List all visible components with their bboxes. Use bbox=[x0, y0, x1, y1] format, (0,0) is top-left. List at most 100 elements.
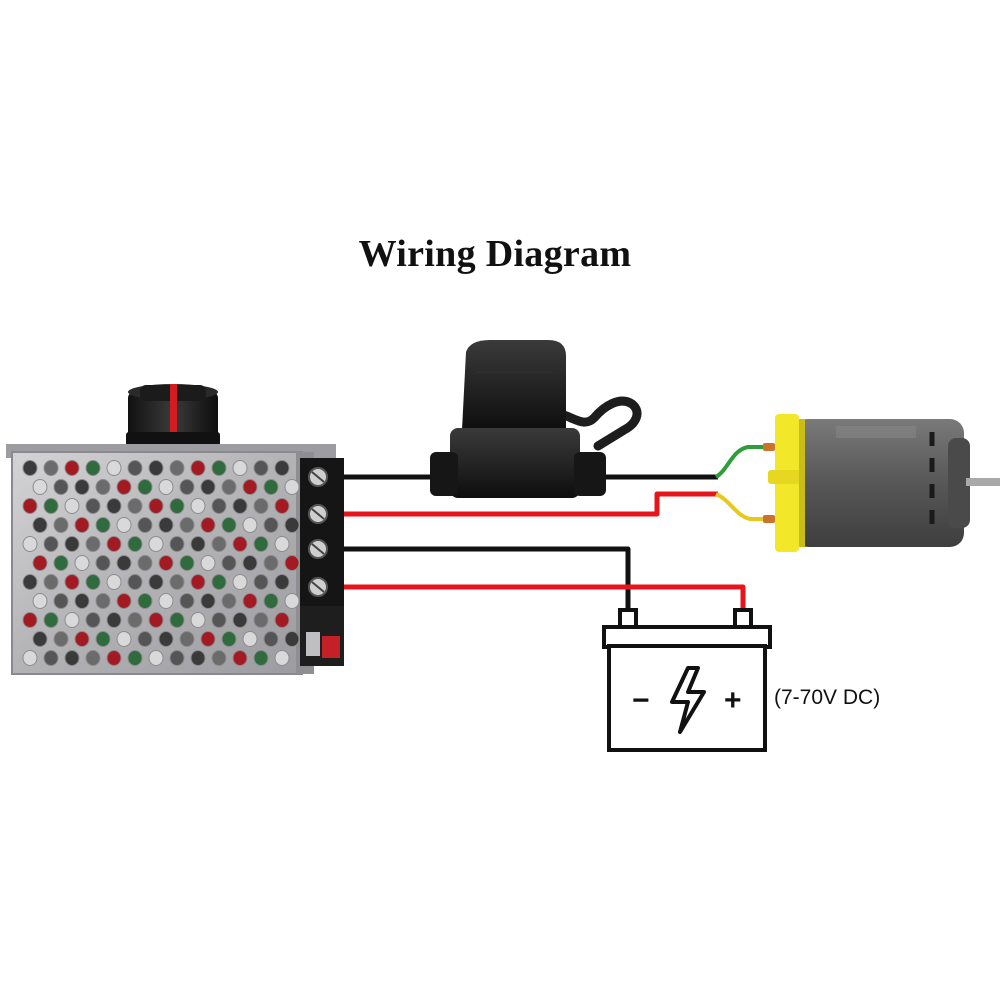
vent-hole bbox=[22, 498, 38, 514]
vent-hole bbox=[253, 612, 269, 628]
battery-positive-symbol: + bbox=[724, 684, 742, 717]
vent-hole bbox=[200, 631, 216, 647]
vent-hole bbox=[127, 574, 143, 590]
dc-motor-icon bbox=[768, 414, 1000, 552]
vent-hole bbox=[211, 650, 227, 666]
vent-hole bbox=[190, 498, 206, 514]
vent-hole bbox=[263, 517, 279, 533]
vent-hole bbox=[242, 555, 258, 571]
vent-hole bbox=[64, 650, 80, 666]
vent-hole bbox=[137, 555, 153, 571]
vent-hole bbox=[158, 517, 174, 533]
vent-hole bbox=[85, 536, 101, 552]
vent-hole bbox=[137, 593, 153, 609]
vent-hole bbox=[211, 460, 227, 476]
wire-black-controller-to-battery-negative bbox=[330, 546, 631, 612]
terminal-screw-slot bbox=[311, 581, 325, 593]
vent-hole bbox=[274, 574, 290, 590]
vent-hole bbox=[116, 593, 132, 609]
vent-hole bbox=[253, 498, 269, 514]
vent-hole bbox=[274, 536, 290, 552]
vent-hole bbox=[179, 593, 195, 609]
vent-hole bbox=[43, 498, 59, 514]
vent-hole bbox=[32, 479, 48, 495]
vent-hole bbox=[253, 460, 269, 476]
battery-voltage-label: (7-70V DC) bbox=[774, 686, 881, 709]
vent-hole bbox=[32, 631, 48, 647]
vent-hole bbox=[43, 574, 59, 590]
vent-hole bbox=[53, 555, 69, 571]
vent-hole bbox=[253, 650, 269, 666]
page-title: Wiring Diagram bbox=[358, 233, 632, 275]
vent-hole bbox=[242, 593, 258, 609]
battery-negative-symbol: − bbox=[632, 684, 650, 717]
vent-hole bbox=[179, 555, 195, 571]
vent-hole bbox=[179, 517, 195, 533]
vent-hole bbox=[190, 650, 206, 666]
vent-hole bbox=[22, 460, 38, 476]
vent-hole bbox=[232, 574, 248, 590]
vent-hole bbox=[137, 517, 153, 533]
vent-hole bbox=[242, 517, 258, 533]
vent-hole bbox=[200, 555, 216, 571]
vent-hole bbox=[53, 479, 69, 495]
vent-hole bbox=[85, 612, 101, 628]
vent-hole bbox=[211, 612, 227, 628]
vent-hole bbox=[221, 479, 237, 495]
vent-hole bbox=[148, 574, 164, 590]
vent-hole bbox=[253, 574, 269, 590]
vent-hole bbox=[169, 574, 185, 590]
knob-icon bbox=[126, 384, 220, 446]
vent-hole bbox=[211, 574, 227, 590]
vent-hole bbox=[190, 612, 206, 628]
vent-hole bbox=[232, 612, 248, 628]
vent-hole bbox=[74, 631, 90, 647]
vent-hole bbox=[179, 631, 195, 647]
vent-hole bbox=[158, 593, 174, 609]
vent-hole bbox=[274, 650, 290, 666]
vent-hole bbox=[148, 536, 164, 552]
motor-lead-green bbox=[714, 445, 766, 479]
vent-hole bbox=[169, 650, 185, 666]
wire-red-controller-to-battery-positive bbox=[330, 584, 746, 612]
vent-hole bbox=[95, 479, 111, 495]
vent-hole bbox=[284, 593, 300, 609]
vent-hole bbox=[242, 631, 258, 647]
vent-hole bbox=[221, 517, 237, 533]
wire-red-controller-to-motor bbox=[330, 491, 718, 517]
vent-hole bbox=[284, 479, 300, 495]
vent-hole bbox=[179, 479, 195, 495]
vent-hole bbox=[263, 555, 279, 571]
vent-hole bbox=[127, 536, 143, 552]
vent-hole bbox=[148, 498, 164, 514]
vent-hole bbox=[106, 460, 122, 476]
vent-hole bbox=[274, 460, 290, 476]
vent-hole bbox=[221, 555, 237, 571]
vent-hole bbox=[148, 612, 164, 628]
terminal-screw-slot bbox=[311, 508, 325, 520]
vent-hole bbox=[53, 517, 69, 533]
vent-hole bbox=[74, 479, 90, 495]
vent-hole bbox=[22, 574, 38, 590]
vent-hole bbox=[158, 555, 174, 571]
vent-hole bbox=[64, 498, 80, 514]
lightning-bolt-icon bbox=[670, 666, 706, 734]
vent-hole bbox=[116, 479, 132, 495]
vent-hole bbox=[32, 517, 48, 533]
vent-hole bbox=[64, 574, 80, 590]
vent-hole bbox=[169, 536, 185, 552]
vent-hole bbox=[232, 536, 248, 552]
vent-hole bbox=[32, 555, 48, 571]
vent-hole bbox=[263, 631, 279, 647]
motor-lug-bottom bbox=[763, 515, 775, 523]
vent-hole bbox=[106, 574, 122, 590]
vent-hole bbox=[169, 460, 185, 476]
battery-icon: − + bbox=[602, 608, 772, 752]
vent-hole bbox=[32, 593, 48, 609]
vent-hole bbox=[158, 631, 174, 647]
vent-hole bbox=[85, 460, 101, 476]
vent-hole bbox=[127, 498, 143, 514]
vent-hole bbox=[106, 536, 122, 552]
terminal-screw-slot bbox=[311, 471, 325, 483]
